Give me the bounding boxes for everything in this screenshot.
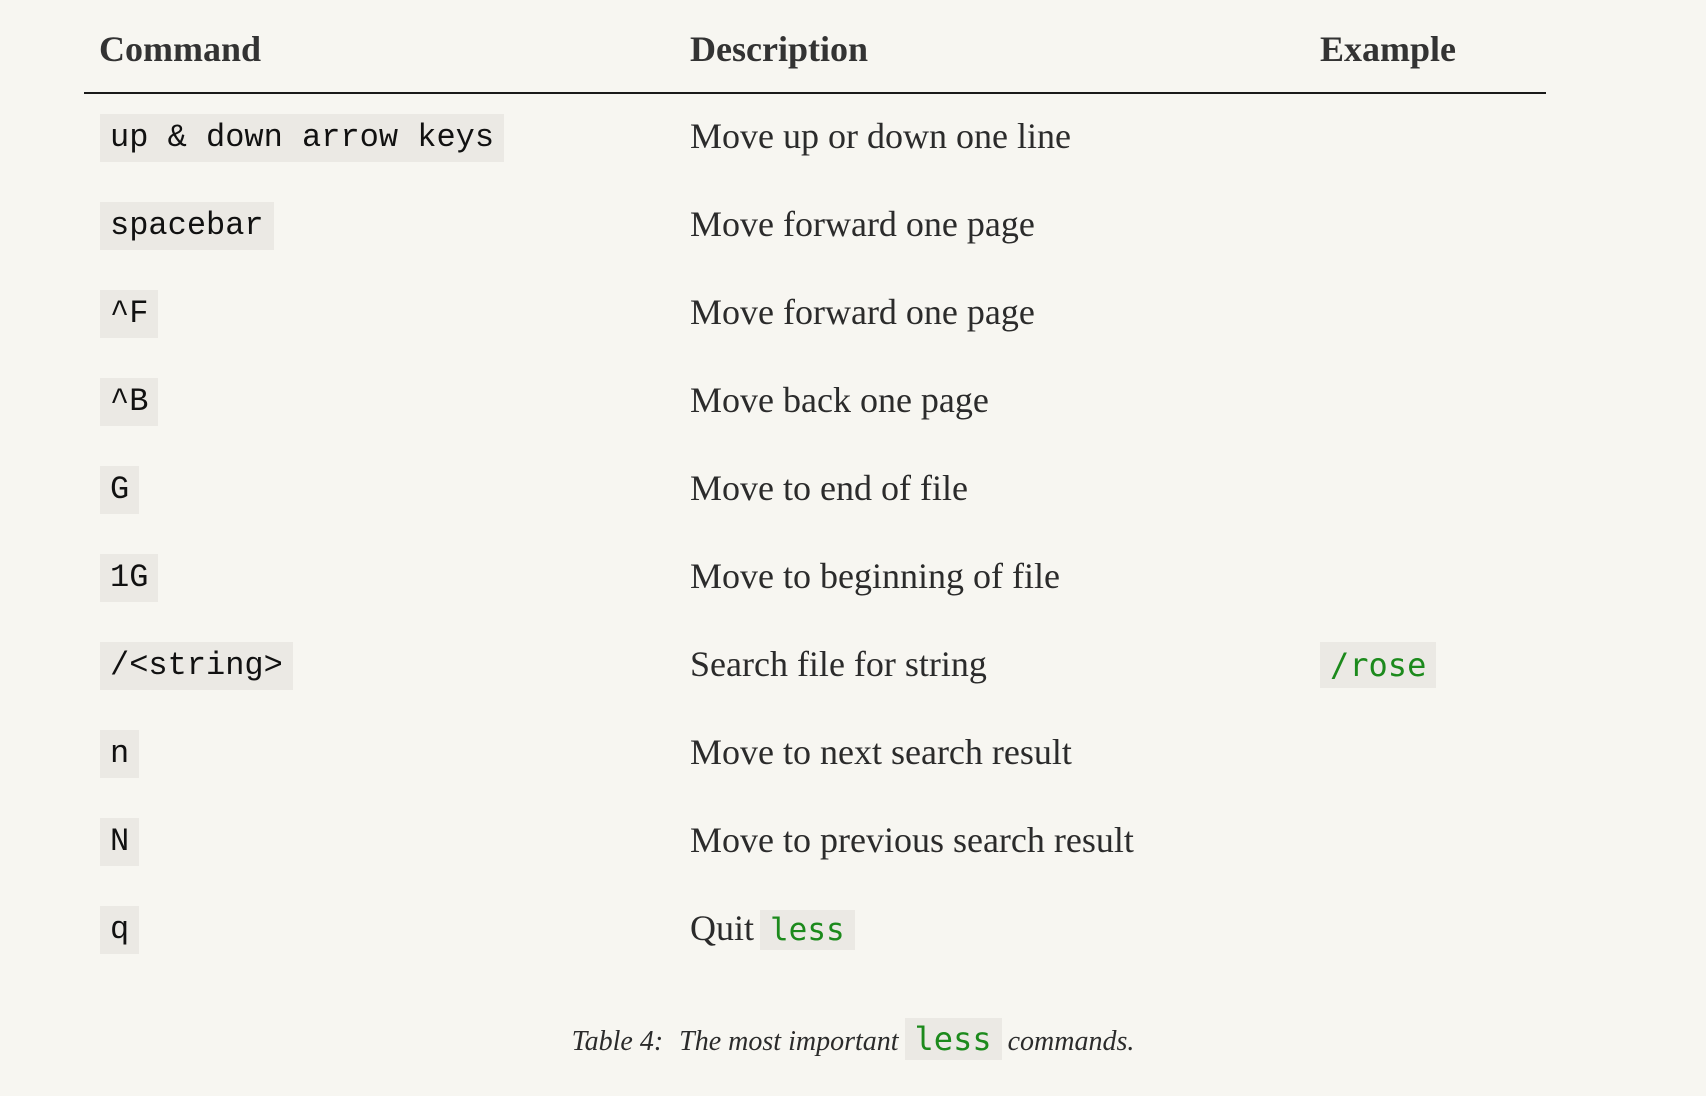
table-row: 1G Move to beginning of file — [84, 534, 1546, 622]
caption-code: less — [904, 1018, 1002, 1060]
command-description: Search file for string — [690, 644, 987, 684]
table-row: ^B Move back one page — [84, 358, 1546, 446]
command-description: Move to end of file — [690, 468, 968, 508]
caption-text-after: commands. — [1007, 1026, 1135, 1057]
command-code: N — [100, 818, 140, 866]
table-row: N Move to previous search result — [84, 798, 1546, 886]
inline-code-less: less — [760, 910, 855, 950]
command-code: q — [100, 906, 140, 954]
command-code: up & down arrow keys — [100, 114, 505, 162]
table-row: G Move to end of file — [84, 446, 1546, 534]
commands-table: Command Description Example up & down ar… — [84, 20, 1546, 974]
description-text: Quit — [690, 908, 755, 948]
command-code: /<string> — [100, 642, 293, 690]
command-code: ^B — [100, 378, 159, 426]
command-description: Move to next search result — [690, 732, 1072, 772]
command-code: ^F — [100, 290, 159, 338]
header-description: Description — [690, 29, 868, 69]
command-description: Move to previous search result — [690, 820, 1134, 860]
caption-text-before: The most important — [679, 1026, 899, 1057]
table-row: spacebar Move forward one page — [84, 182, 1546, 270]
command-description: Move to beginning of file — [690, 556, 1060, 596]
header-example: Example — [1320, 29, 1457, 69]
command-code: G — [100, 466, 140, 514]
table-header: Command Description Example — [84, 20, 1546, 94]
command-code: 1G — [100, 554, 159, 602]
command-description: Move forward one page — [690, 292, 1035, 332]
command-code: spacebar — [100, 202, 274, 250]
table-row: /<string> Search file for string /rose — [84, 622, 1546, 710]
table-row: up & down arrow keys Move up or down one… — [84, 94, 1546, 182]
command-description: Move back one page — [690, 380, 989, 420]
command-description: Move forward one page — [690, 204, 1035, 244]
example-code: /rose — [1320, 642, 1437, 688]
caption-label: Table 4: — [571, 1026, 664, 1057]
table-row: n Move to next search result — [84, 710, 1546, 798]
header-command: Command — [99, 29, 262, 69]
table-row: ^F Move forward one page — [84, 270, 1546, 358]
command-description: Move up or down one line — [690, 116, 1071, 156]
command-code: n — [100, 730, 140, 778]
